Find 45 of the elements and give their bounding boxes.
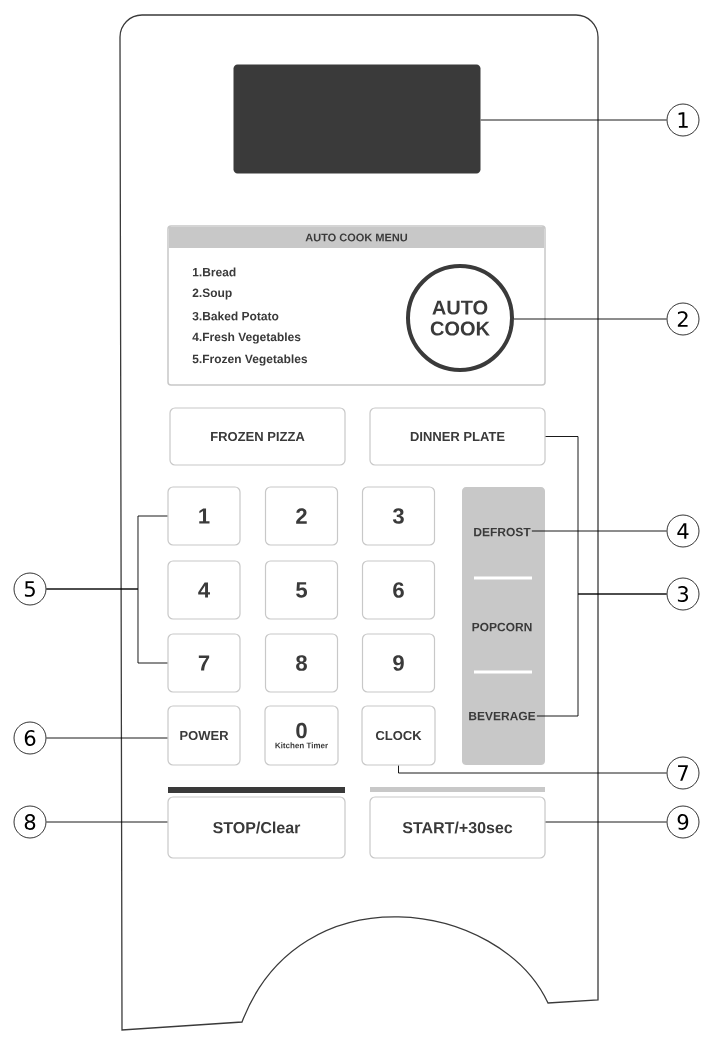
round-button: AUTO COOK	[406, 264, 514, 372]
key-button: 0 Kitchen Timer	[264, 705, 339, 766]
key-button: START/+30sec	[369, 796, 546, 859]
key-button: 8	[264, 633, 339, 693]
menu-item: 2.Soup	[192, 288, 232, 300]
callout-number: 5	[13, 572, 47, 606]
leader-line	[545, 821, 668, 823]
key-button: 9	[361, 633, 436, 693]
key-button: 2	[264, 486, 339, 546]
menu-item: 5.Frozen Vegetables	[192, 354, 308, 366]
leader-line	[45, 821, 168, 823]
callout-number: 9	[666, 805, 700, 839]
button-label: POPCORN	[472, 622, 532, 632]
menu-item: 4.Fresh Vegetables	[192, 332, 301, 344]
callout-number: 6	[13, 721, 47, 755]
callout-number: 4	[666, 514, 700, 548]
panel-heading: AUTO COOK MENU	[305, 233, 408, 242]
button-label: DEFROST	[474, 527, 531, 537]
key-button: POWER	[167, 705, 241, 766]
leader-line	[45, 588, 168, 664]
button-label: BEVERAGE	[469, 711, 536, 721]
leader-line	[480, 119, 668, 121]
callout-number: 8	[13, 805, 47, 839]
callout-number: 3	[666, 577, 700, 611]
leader-line	[513, 318, 668, 320]
menu-item: 3.Baked Potato	[192, 311, 279, 321]
key-button: 5	[264, 560, 339, 620]
key-button: CLOCK	[361, 705, 436, 766]
key-button: 3	[361, 486, 436, 546]
key-button: DINNER PLATE	[369, 407, 546, 466]
callout-number: 2	[666, 302, 700, 336]
key-button: FROZEN PIZZA	[169, 407, 346, 466]
key-button: STOP/Clear	[167, 796, 346, 859]
leader-line	[536, 593, 668, 717]
key-button: 1	[167, 486, 241, 546]
key-button: 7	[167, 633, 241, 693]
display-screen	[233, 64, 481, 174]
leader-line	[531, 530, 668, 532]
menu-item: 1.Bread	[192, 267, 236, 277]
leader-line	[45, 737, 168, 739]
callout-number: 1	[666, 103, 700, 137]
key-button: 6	[361, 560, 436, 620]
callout-number: 7	[666, 756, 700, 790]
leader-line	[398, 765, 668, 774]
key-button: 4	[167, 560, 241, 620]
